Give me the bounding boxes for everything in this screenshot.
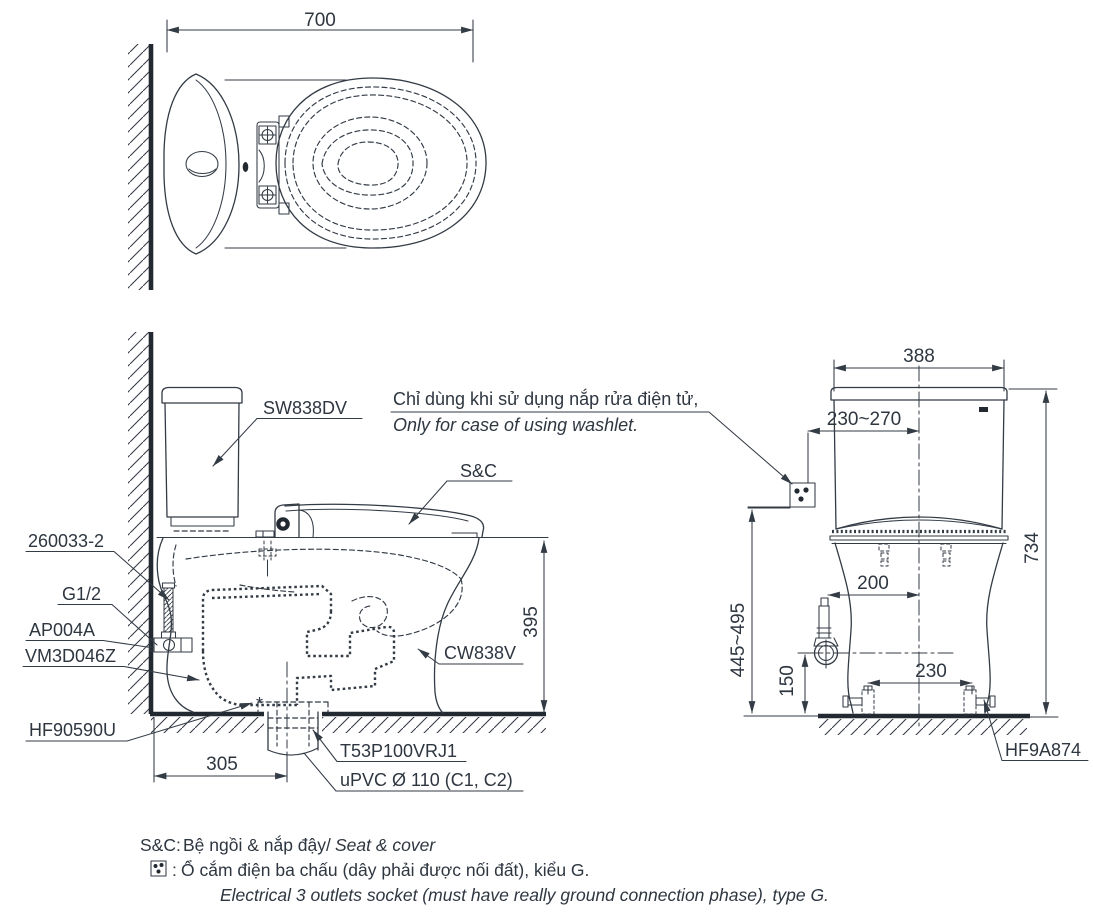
top-view: 700 xyxy=(128,10,487,290)
label-seat-cover: S&C xyxy=(460,461,497,481)
wall-hatch xyxy=(128,332,150,714)
trapway xyxy=(201,584,333,651)
hinge-bolts xyxy=(878,543,952,567)
label-bolt-cap: HF9A874 xyxy=(984,700,1089,762)
supply-bolt xyxy=(163,587,174,633)
stop-valve xyxy=(153,637,193,653)
label-drain-socket: T53P100VRJ1 xyxy=(340,741,457,761)
footnote-sc-vi: Bệ ngồi & nắp đậy/ xyxy=(183,834,331,855)
label-bolt-cap-text: HF9A874 xyxy=(1005,740,1081,760)
label-connector: VM3D046Z xyxy=(25,646,116,666)
dim-socket-offset: 230~270 xyxy=(827,409,902,430)
footnote-socket-vi: Ổ cắm điện ba chấu (dây phải được nối đấ… xyxy=(181,859,589,880)
hinge-top-view xyxy=(256,115,290,215)
label-fixing-bolt: 260033-2 xyxy=(28,531,104,551)
label-tank: SW838DV xyxy=(263,398,347,418)
dim-734: 734 xyxy=(1008,388,1058,715)
label-stop-valve: AP004A xyxy=(29,620,95,640)
dim-305: 305 xyxy=(153,717,288,783)
dim-top-width: 700 xyxy=(304,10,336,31)
washlet-note-vi: Chỉ dùng khi sử dụng nắp rửa điện tử, xyxy=(393,388,698,409)
seat-top-view xyxy=(275,77,487,249)
dim-bolt-spacing: 230 xyxy=(915,661,947,682)
side-view: * 395 305 xyxy=(22,332,549,792)
washlet-note: Chỉ dùng khi sử dụng nắp rửa điện tử, On… xyxy=(390,388,792,484)
flush-button-icon xyxy=(185,150,219,178)
label-flange: HF90590U xyxy=(29,720,116,740)
seat-front-view xyxy=(829,516,1009,567)
tank-front-view xyxy=(830,386,1008,530)
supply-valve-side-view xyxy=(149,582,193,653)
dim-supply-offset: 200 xyxy=(857,573,889,594)
part-labels-side: SW838DV S&C 260033-2 G1/2 AP004A VM3D046… xyxy=(22,398,524,792)
floor-hatch xyxy=(322,717,546,733)
footnote-socket-en: Electrical 3 outlets socket (must have r… xyxy=(220,885,829,905)
dim-socket-height: 445~495 xyxy=(728,603,749,678)
dim-230: 230 xyxy=(867,661,973,695)
dim-200: 200 xyxy=(827,573,920,607)
dim-388: 388 xyxy=(833,346,1005,392)
seat-side-view xyxy=(255,503,485,577)
dim-445-495: 445~495 xyxy=(728,507,791,714)
dim-total-height: 734 xyxy=(1022,532,1043,564)
lid-mark xyxy=(242,162,249,172)
dim-side-height: 395 xyxy=(521,606,542,638)
dim-700: 700 xyxy=(166,10,474,63)
footnotes: S&C: Bệ ngồi & nắp đậy/ Seat & cover : Ổ… xyxy=(140,834,829,905)
flange-mark: * xyxy=(256,694,263,714)
footnote-socket-colon: : xyxy=(172,860,177,880)
dim-supply-height: 150 xyxy=(777,665,798,697)
floor-hatch xyxy=(819,719,1027,735)
bowl-side-view: * xyxy=(156,537,480,714)
label-bowl: CW838V xyxy=(444,643,516,663)
footnote-sc-prefix: S&C: xyxy=(140,835,181,855)
tank-button xyxy=(979,407,988,412)
footnote-sc-en: Seat & cover xyxy=(335,835,436,855)
dim-150: 150 xyxy=(777,652,814,714)
washlet-note-leader xyxy=(390,411,792,484)
dim-tank-width: 388 xyxy=(903,346,935,367)
tank-top-view xyxy=(163,73,249,255)
power-socket-icon xyxy=(747,432,816,508)
floor-hatch xyxy=(151,717,264,733)
label-drain-pipe: uPVC Ø 110 (C1, C2) xyxy=(340,770,513,790)
label-supply-thread: G1/2 xyxy=(62,584,101,604)
wall-hatch xyxy=(128,44,150,290)
dim-395: 395 xyxy=(521,540,548,713)
dim-230-270: 230~270 xyxy=(807,409,920,435)
socket-legend-icon xyxy=(150,860,167,877)
tank-side-view xyxy=(161,386,243,532)
front-view: 388 230~270 445~495 200 150 230 xyxy=(728,346,1089,762)
supply-valve-front-view xyxy=(807,597,957,669)
drain-pipe-side-view xyxy=(257,661,329,756)
dim-drain-offset: 305 xyxy=(206,754,238,775)
washlet-note-en: Only for case of using washlet. xyxy=(393,415,638,435)
